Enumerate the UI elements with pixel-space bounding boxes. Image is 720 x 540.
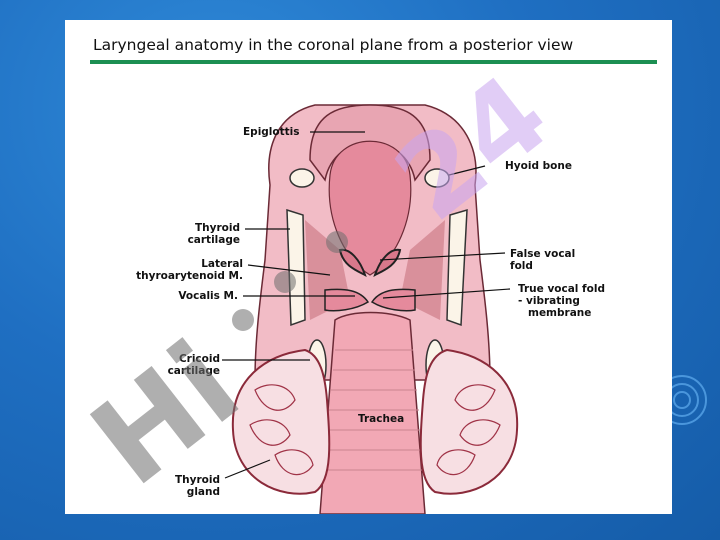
label-true-vocal-fold-line1: True vocal fold [518,283,605,295]
thyroid-cartilage-right [446,208,468,327]
decorative-rings [657,375,707,425]
label-thyroid-cartilage-line1: Thyroid [195,222,240,234]
label-thyroid-gland: Thyroid gland [160,474,220,498]
thyroid-cartilage-left [286,208,306,327]
larynx-illustration [222,104,519,514]
label-cricoid-cartilage: Cricoid cartilage [155,353,220,377]
label-false-vocal-fold-line1: False vocal [510,248,576,260]
label-cricoid-cartilage-line2: cartilage [167,365,220,377]
false-fold-right [373,248,402,277]
gland-lobules [249,384,501,476]
slide-panel: Laryngeal anatomy in the coronal plane f… [65,20,672,514]
label-trachea: Trachea [358,413,405,425]
label-vocalis: Vocalis M. [178,290,238,302]
label-lateral-thyroarytenoid-line2: thyroarytenoid M. [136,270,243,282]
label-epiglottis: Epiglottis [243,126,300,138]
label-thyroid-gland-line2: gland [186,486,220,498]
title-underline [90,60,657,64]
hyoid-left [289,168,315,188]
label-thyroid-cartilage: Thyroid cartilage [175,222,240,246]
tracheal-rings [323,349,423,471]
label-thyroid-gland-line1: Thyroid [175,474,220,486]
label-true-vocal-fold-line2: - vibrating [518,295,580,307]
label-false-vocal-fold: False vocal fold [510,248,575,272]
label-lateral-thyroarytenoid: Lateral thyroarytenoid M. [130,258,243,282]
thyroid-gland-left [231,348,331,495]
slide-title: Laryngeal anatomy in the coronal plane f… [93,36,574,54]
hyoid-right [424,168,450,188]
label-cricoid-cartilage-line1: Cricoid [178,353,220,365]
label-true-vocal-fold: True vocal fold - vibrating membrane [518,283,605,319]
true-fold-left [324,288,370,312]
leader-lines [222,131,511,479]
true-fold-right [370,288,416,312]
label-lateral-thyroarytenoid-line1: Lateral [201,258,243,270]
false-fold-left [338,248,367,277]
label-hyoid-bone: Hyoid bone [505,160,572,172]
thyroid-gland-right [419,348,519,495]
label-true-vocal-fold-line3: membrane [528,307,592,319]
label-false-vocal-fold-line2: fold [510,260,533,272]
label-thyroid-cartilage-line2: cartilage [187,234,240,246]
